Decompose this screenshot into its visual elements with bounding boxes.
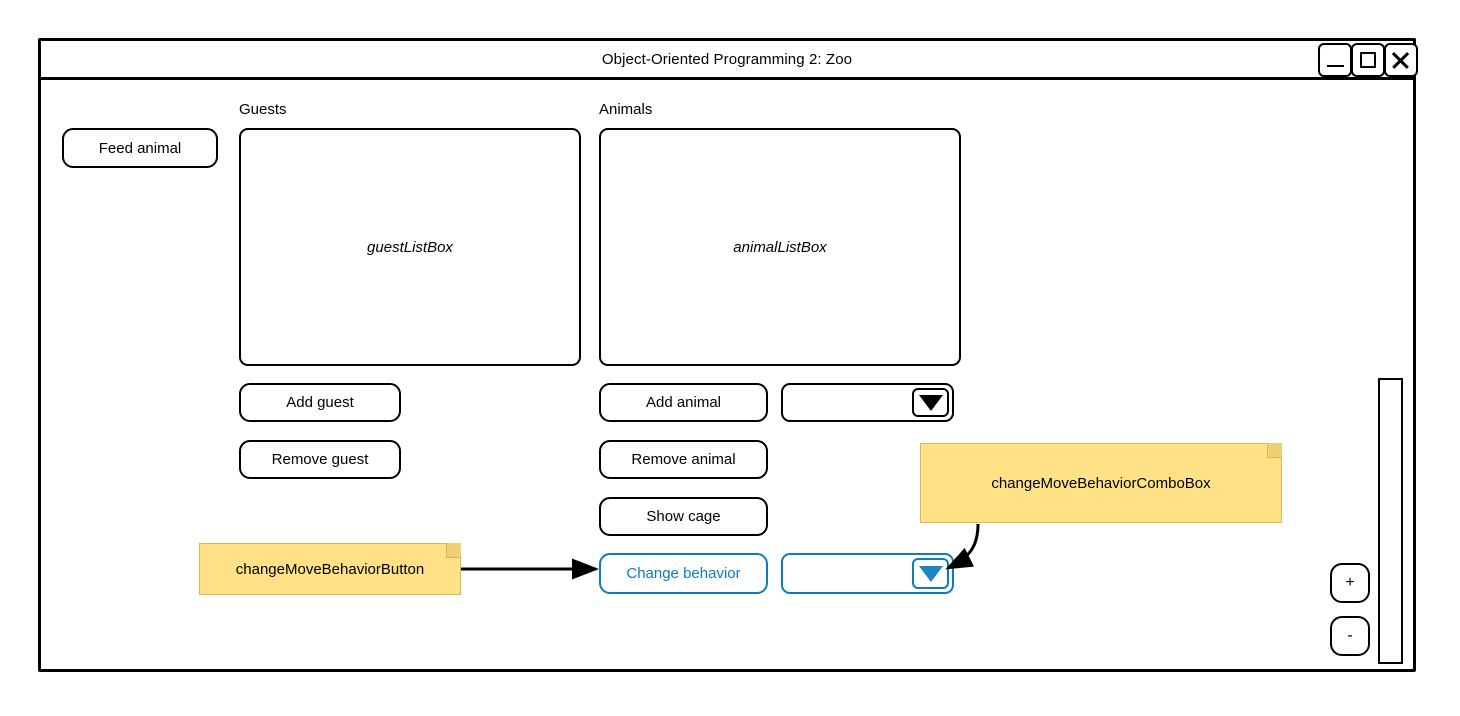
zoom-in-button[interactable]: + <box>1330 563 1370 603</box>
add-guest-label: Add guest <box>286 394 354 411</box>
chevron-down-icon <box>918 394 943 411</box>
vertical-slider-track[interactable] <box>1378 378 1403 664</box>
change-move-behavior-combo-box[interactable] <box>781 553 954 594</box>
annotation-note-change-move-behavior-combo: changeMoveBehaviorComboBox <box>920 443 1282 523</box>
zoom-out-label: - <box>1347 627 1353 644</box>
minimize-button[interactable] <box>1318 43 1352 77</box>
zoom-out-button[interactable]: - <box>1330 616 1370 656</box>
window-title: Object-Oriented Programming 2: Zoo <box>601 50 853 68</box>
remove-animal-button[interactable]: Remove animal <box>599 440 768 479</box>
note-fold-icon <box>1267 443 1282 458</box>
animal-list-box-placeholder: animalListBox <box>733 238 827 256</box>
guests-label: Guests <box>239 101 287 118</box>
add-animal-button[interactable]: Add animal <box>599 383 768 422</box>
show-cage-button[interactable]: Show cage <box>599 497 768 536</box>
zoom-in-label: + <box>1345 574 1355 591</box>
chevron-down-icon <box>918 565 943 582</box>
animal-type-combo-arrow-button[interactable] <box>912 388 949 417</box>
title-bar: Object-Oriented Programming 2: Zoo <box>38 38 1416 80</box>
change-behavior-button[interactable]: Change behavior <box>599 553 768 594</box>
window-controls <box>1318 43 1418 77</box>
annotation-note-change-move-behavior-button: changeMoveBehaviorButton <box>199 543 461 595</box>
note-fold-icon <box>446 543 461 558</box>
annotation-text: changeMoveBehaviorButton <box>235 560 425 578</box>
minimize-icon <box>1327 64 1344 67</box>
add-guest-button[interactable]: Add guest <box>239 383 401 422</box>
change-move-behavior-combo-arrow-button[interactable] <box>912 558 949 589</box>
guest-list-box-placeholder: guestListBox <box>367 238 453 256</box>
maximize-button[interactable] <box>1351 43 1385 77</box>
animals-label: Animals <box>599 101 653 118</box>
feed-animal-button[interactable]: Feed animal <box>62 128 218 168</box>
close-button[interactable] <box>1384 43 1418 77</box>
feed-animal-label: Feed animal <box>98 139 182 157</box>
remove-animal-label: Remove animal <box>631 451 736 468</box>
show-cage-label: Show cage <box>646 508 721 525</box>
animal-type-combo-box[interactable] <box>781 383 954 422</box>
change-behavior-label: Change behavior <box>626 565 741 582</box>
animal-list-box[interactable]: animalListBox <box>599 128 961 366</box>
guest-list-box[interactable]: guestListBox <box>239 128 581 366</box>
annotation-text: changeMoveBehaviorComboBox <box>991 474 1211 492</box>
add-animal-label: Add animal <box>645 394 722 411</box>
maximize-icon <box>1360 52 1376 68</box>
remove-guest-label: Remove guest <box>271 451 369 468</box>
close-icon <box>1386 45 1416 75</box>
remove-guest-button[interactable]: Remove guest <box>239 440 401 479</box>
